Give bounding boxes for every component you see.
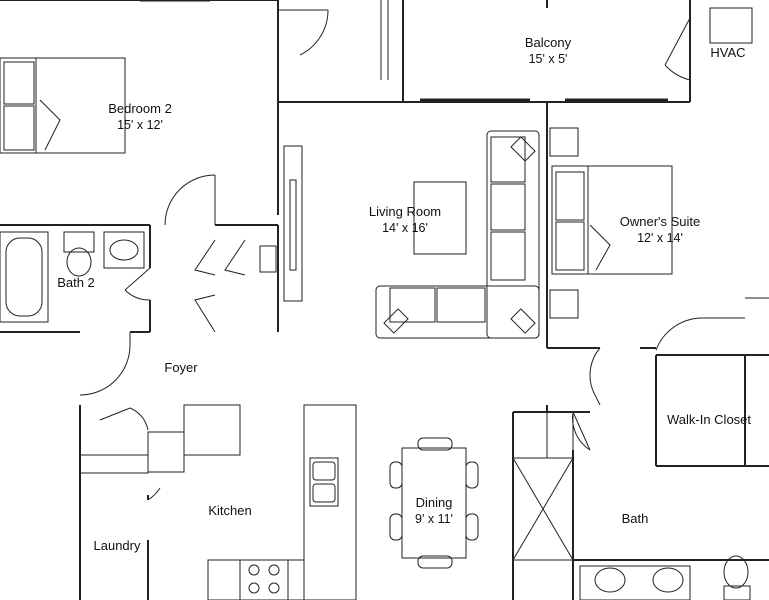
room-label-bedroom2: Bedroom 2 15' x 12' — [108, 101, 172, 133]
room-name: Owner's Suite — [619, 214, 701, 229]
room-name: Dining — [415, 495, 453, 510]
room-dims: 14' x 16' — [382, 221, 428, 235]
dining-table — [389, 437, 479, 569]
room-label-foyer: Foyer — [164, 360, 197, 376]
room-name: Bedroom 2 — [108, 101, 172, 116]
media-console — [259, 145, 303, 302]
kitchen-counters — [79, 404, 357, 600]
room-name: HVAC — [710, 45, 746, 60]
room-name: Foyer — [164, 360, 198, 375]
living-furniture — [375, 130, 540, 339]
room-label-balcony: Balcony 15' x 5' — [525, 35, 571, 67]
room-label-laundry: Laundry — [94, 538, 141, 554]
room-name: Walk-In Closet — [666, 412, 752, 427]
room-name: Kitchen — [208, 503, 252, 518]
room-label-bath2: Bath 2 — [57, 275, 95, 291]
room-label-kitchen: Kitchen — [208, 503, 251, 519]
room-label-living-room: Living Room 14' x 16' — [369, 204, 441, 236]
doors — [79, 9, 769, 501]
room-label-walk-in-closet: Walk-In Closet — [667, 412, 751, 428]
room-label-hvac: HVAC — [710, 45, 745, 61]
bed-bedroom2 — [0, 57, 126, 154]
room-label-dining: Dining 9' x 11' — [415, 495, 453, 527]
room-dims: 15' x 5' — [528, 52, 568, 66]
bed-owners — [549, 127, 673, 319]
room-name: Bath — [621, 511, 649, 526]
room-dims: 9' x 11' — [415, 512, 453, 526]
room-name: Balcony — [524, 35, 572, 50]
bath-fixtures — [512, 411, 751, 600]
windows — [140, 0, 668, 103]
room-label-bath: Bath — [622, 511, 649, 527]
hvac-unit — [709, 7, 753, 44]
room-dims: 15' x 12' — [117, 118, 163, 132]
room-name: Living Room — [368, 204, 442, 219]
room-name: Laundry — [93, 538, 141, 553]
room-name: Bath 2 — [57, 275, 95, 290]
room-label-owners-suite: Owner's Suite 12' x 14' — [620, 214, 701, 246]
bath2-fixtures — [0, 231, 145, 323]
room-dims: 12' x 14' — [637, 231, 683, 245]
